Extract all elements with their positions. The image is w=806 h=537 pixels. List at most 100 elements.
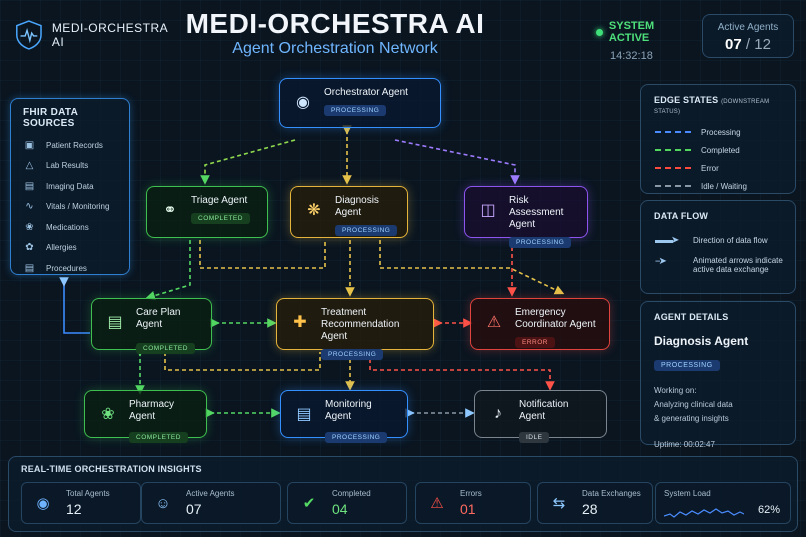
agent-details-panel: AGENT DETAILS Diagnosis Agent PROCESSING… — [640, 301, 796, 449]
working-on-label: Working on: — [654, 386, 697, 395]
card-label: Active Agents — [186, 489, 235, 498]
card-value: 12 — [66, 501, 82, 517]
monitoring-agent-node[interactable]: ▤ Monitoring Agent PROCESSING — [280, 390, 408, 443]
agent-name-line1: Emergency — [515, 307, 566, 318]
logo-text: MEDI-ORCHESTRA AI — [51, 21, 168, 49]
fhir-data-sources-panel: FHIR DATA SOURCES ▣Patient Records △Lab … — [10, 98, 130, 275]
insights-title: REAL-TIME ORCHESTRATION INSIGHTS — [21, 464, 202, 474]
agent-uptime: Uptime: 00:02:47 — [654, 440, 715, 449]
robot-icon: ◉ — [36, 495, 50, 512]
fhir-item-medications[interactable]: ❀Medications — [23, 217, 129, 238]
risk-assessment-agent-node[interactable]: ◫ Risk Assessment Agent PROCESSING — [464, 186, 588, 248]
brain-icon: ❋ — [307, 202, 321, 219]
status-badge: PROCESSING — [324, 105, 387, 116]
robot-icon: ◉ — [296, 94, 310, 111]
agent-name-line2: Recommendation Agent — [321, 319, 400, 342]
pharmacy-agent-node[interactable]: ❀ Pharmacy Agent COMPLETED — [84, 390, 207, 443]
care-plan-agent-node[interactable]: ▤ Care Plan Agent COMPLETED — [91, 298, 212, 354]
edge-states-panel: EDGE STATES (DOWNSTREAM STATUS) Processi… — [640, 84, 796, 194]
agent-name-line1: Treatment — [321, 307, 367, 318]
status-badge: COMPLETED — [129, 432, 188, 443]
active-agents-label: Active Agents — [717, 22, 779, 33]
dashed-line-icon — [655, 185, 691, 187]
fhir-item-imaging-data[interactable]: ▤ Imaging Data — [23, 176, 129, 197]
dashed-line-icon — [655, 131, 691, 133]
edge-states-title: EDGE STATES (DOWNSTREAM STATUS) — [654, 95, 795, 115]
treatment-recommendation-agent-node[interactable]: ✚ Treatment Recommendation Agent PROCESS… — [276, 298, 434, 360]
fhir-item-lab-results[interactable]: △Lab Results — [23, 156, 129, 177]
chart-icon: ◫ — [480, 202, 496, 219]
status-badge: PROCESSING — [321, 349, 384, 360]
status-badge: ERROR — [515, 337, 555, 348]
data-flow-text-line1: Animated arrows indicate — [693, 256, 783, 265]
agent-working-on: Working on: Analyzing clinical data & ge… — [654, 384, 795, 426]
fhir-item-label: Patient Records — [46, 140, 103, 150]
data-flow-title: DATA FLOW — [654, 211, 709, 221]
card-value: 62% — [757, 504, 780, 516]
active-agents-value: 07 — [725, 36, 742, 53]
card-label: Completed — [332, 489, 371, 498]
dashed-line-icon — [655, 167, 691, 169]
card-label: System Load — [664, 489, 711, 498]
dashed-line-icon — [655, 149, 691, 151]
fhir-item-vitals[interactable]: ∿Vitals / Monitoring — [23, 197, 129, 218]
fhir-item-label: Lab Results — [46, 161, 89, 171]
page-title: MEDI-ORCHESTRA AI — [185, 8, 485, 39]
agent-name-line2: Agent — [509, 219, 536, 230]
agent-name: Pharmacy Agent — [129, 399, 175, 422]
page-subtitle: Agent Orchestration Network — [232, 40, 438, 57]
legend-label: Completed — [701, 145, 740, 155]
agent-name: Monitoring Agent — [325, 399, 372, 422]
data-flow-text: Direction of data flow — [693, 236, 768, 245]
app-logo: MEDI-ORCHESTRA AI — [14, 14, 174, 56]
pill-icon: ❀ — [25, 221, 34, 233]
agent-name: Orchestrator Agent — [324, 87, 408, 98]
clipboard-icon: ▤ — [24, 262, 35, 274]
triage-agent-node[interactable]: ⚭ Triage Agent COMPLETED — [146, 186, 268, 238]
card-label: Data Exchanges — [582, 489, 641, 498]
user-icon: ☺ — [155, 494, 171, 512]
status-badge: IDLE — [519, 432, 550, 443]
image-icon: ▤ — [24, 180, 35, 192]
agent-name-line2: Coordinator Agent — [515, 319, 596, 330]
stethoscope-icon: ⚭ — [163, 202, 177, 219]
notification-agent-node[interactable]: ♪ Notification Agent IDLE — [474, 390, 607, 443]
fhir-item-procedures[interactable]: ▤Procedures — [23, 258, 129, 279]
fhir-item-label: Imaging Data — [46, 181, 94, 191]
orchestrator-agent-node[interactable]: ◉ Orchestrator Agent PROCESSING — [279, 78, 441, 128]
monitor-icon: ▤ — [296, 406, 312, 423]
agent-name: Care Plan Agent — [136, 307, 181, 330]
id-card-icon: ▣ — [24, 139, 35, 151]
diagnosis-agent-node[interactable]: ❋ Diagnosis Agent PROCESSING — [290, 186, 408, 238]
legend-label: Error — [701, 163, 719, 173]
heart-shield-icon — [16, 20, 42, 50]
active-agents-total: / 12 — [745, 36, 771, 53]
agent-name: Diagnosis Agent — [335, 195, 379, 218]
selected-agent-name: Diagnosis Agent — [654, 334, 749, 348]
fhir-item-patient-records[interactable]: ▣ Patient Records — [23, 135, 129, 156]
edge-states-title-note: (DOWNSTREAM STATUS) — [654, 99, 770, 115]
medical-cross-icon: ✚ — [293, 314, 307, 331]
card-value: 04 — [332, 501, 348, 517]
status-badge: COMPLETED — [191, 213, 250, 224]
agent-name: Triage Agent — [191, 195, 248, 206]
legend-completed: Completed — [655, 145, 795, 155]
data-flow-panel: DATA FLOW ▬▬➤Direction of data flow - -➤… — [640, 200, 796, 294]
status-badge: COMPLETED — [136, 343, 195, 354]
legend-label: Processing — [701, 127, 741, 137]
status-badge: PROCESSING — [654, 360, 720, 371]
legend-processing: Processing — [655, 127, 795, 137]
edge-states-title-text: EDGE STATES — [654, 95, 719, 105]
fhir-item-allergies[interactable]: ✿Allergies — [23, 238, 129, 259]
fhir-item-label: Allergies — [46, 243, 77, 253]
system-status-text: SYSTEM ACTIVE — [608, 20, 655, 44]
arrow-icon: ▬▬➤ — [655, 235, 679, 246]
status-dot-icon — [596, 28, 603, 36]
emergency-coordinator-agent-node[interactable]: ⚠ Emergency Coordinator Agent ERROR — [470, 298, 610, 350]
